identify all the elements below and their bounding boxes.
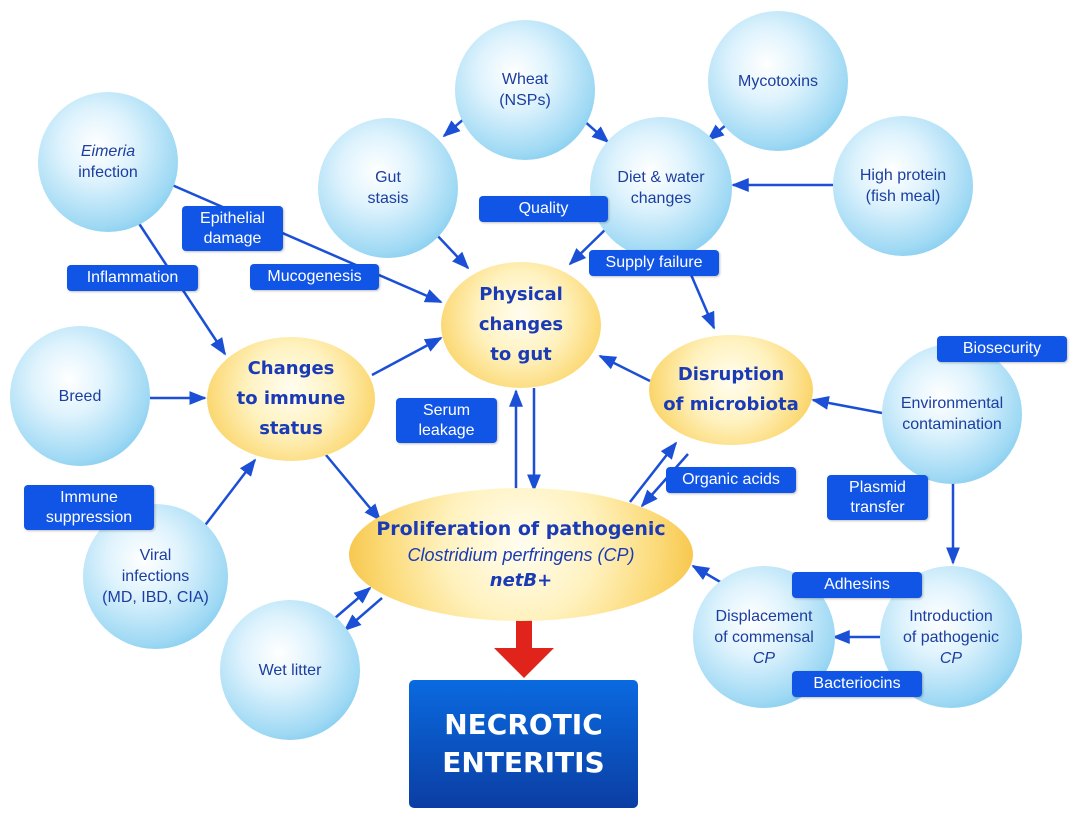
oval-text: changes xyxy=(478,314,564,335)
node-gut-stasis: Gut stasis xyxy=(318,118,458,258)
oval-text: Physical xyxy=(479,284,563,305)
label-plasmid-transfer: Plasmid transfer xyxy=(827,475,928,520)
oval-text: netB+ xyxy=(489,569,553,591)
oval-text: Disruption xyxy=(677,364,785,385)
node-wet-litter: Wet litter xyxy=(220,600,360,740)
outcome-necrotic-enteritis: NECROTIC ENTERITIS xyxy=(409,680,638,808)
label-text: Inflammation xyxy=(86,269,179,286)
label-quality: Quality xyxy=(479,196,608,222)
label-text: Biosecurity xyxy=(962,340,1042,357)
oval-text: Proliferation of pathogenic xyxy=(376,517,666,540)
oval-text: status xyxy=(259,418,323,439)
label-text: leakage xyxy=(418,421,475,439)
oval-changes-to-immune-status: Changes to immune status xyxy=(207,337,375,461)
node-text: of commensal xyxy=(714,628,814,646)
node-mycotoxins: Mycotoxins xyxy=(708,11,848,151)
arrow-gutstasis-physical xyxy=(433,231,470,270)
node-text: Wheat xyxy=(501,71,549,88)
node-text: CP xyxy=(752,649,776,667)
label-text: suppression xyxy=(45,508,133,526)
arrow-microbiota-proliferation xyxy=(640,453,689,508)
label-text: Quality xyxy=(518,200,569,217)
label-text: Adhesins xyxy=(824,576,890,593)
oval-text: to gut xyxy=(490,344,552,365)
node-text: Diet & water xyxy=(617,169,705,186)
oval-physical-changes-to-gut: Physical changes to gut xyxy=(441,262,601,388)
node-text: CP xyxy=(939,649,963,667)
label-epithelial-damage: Epithelial damage xyxy=(182,206,283,251)
node-breed: Breed xyxy=(10,326,150,466)
node-text: infections xyxy=(121,568,190,585)
arrow-immune-physical xyxy=(371,336,443,377)
arrow-environmental-microbiota xyxy=(811,396,883,415)
label-immune-suppression: Immune suppression xyxy=(24,485,154,530)
arrow-immune-proliferation xyxy=(325,454,382,522)
node-text: High protein xyxy=(859,167,947,184)
label-inflammation: Inflammation xyxy=(67,265,198,291)
outcome-text: NECROTIC xyxy=(444,708,603,741)
label-text: Plasmid xyxy=(849,478,906,496)
label-biosecurity: Biosecurity xyxy=(937,336,1067,362)
node-eimeria-infection: Eimeria infection xyxy=(38,92,178,232)
oval-text: Clostridium perfringens (CP) xyxy=(407,544,635,565)
label-serum-leakage: Serum leakage xyxy=(396,398,497,443)
node-text: (NSPs) xyxy=(499,92,551,109)
label-mucogenesis: Mucogenesis xyxy=(250,264,379,290)
arrow-microbiota-physical xyxy=(598,354,651,383)
node-text: Environmental xyxy=(900,395,1004,412)
arrow-wetlitter-proliferation xyxy=(334,586,372,619)
arrow-diet-physical xyxy=(568,224,611,266)
outcome-text: ENTERITIS xyxy=(442,746,605,779)
oval-text: Changes xyxy=(247,358,335,379)
arrow-introduction-proliferation xyxy=(691,564,723,585)
node-environmental-contamination: Environmental contamination xyxy=(882,344,1022,484)
node-text: of pathogenic xyxy=(902,628,1000,646)
node-text: Mycotoxins xyxy=(737,72,819,90)
oval-disruption-of-microbiota: Disruption of microbiota xyxy=(649,335,813,445)
outcome-arrow xyxy=(494,620,554,678)
label-supply-failure: Supply failure xyxy=(589,250,719,276)
node-text: (MD, IBD, CIA) xyxy=(102,589,209,606)
label-text: Bacteriocins xyxy=(813,675,901,692)
label-text: Immune xyxy=(60,488,118,506)
label-text: Serum xyxy=(422,401,471,419)
node-text: Gut xyxy=(375,169,401,186)
arrow-proliferation-wetlitter xyxy=(343,597,383,632)
label-adhesins: Adhesins xyxy=(792,572,922,598)
arrow-wheat-diet xyxy=(582,119,610,144)
label-organic-acids: Organic acids xyxy=(666,467,796,493)
label-text: Mucogenesis xyxy=(267,268,362,285)
node-text: Eimeria xyxy=(80,143,136,160)
node-text: Viral xyxy=(139,547,172,564)
node-text: (fish meal) xyxy=(865,188,941,205)
node-wheat: Wheat (NSPs) xyxy=(455,20,595,160)
node-text: Breed xyxy=(58,387,102,405)
label-text: Organic acids xyxy=(682,471,780,488)
node-text: stasis xyxy=(367,190,409,207)
node-high-protein: High protein (fish meal) xyxy=(833,116,973,256)
node-text: Introduction xyxy=(909,607,993,625)
label-text: Supply failure xyxy=(605,254,703,271)
node-text: contamination xyxy=(902,416,1002,433)
node-text: Displacement xyxy=(715,607,813,625)
label-text: damage xyxy=(203,229,262,247)
arrow-viral-immune xyxy=(202,458,257,529)
oval-text: to immune xyxy=(236,388,346,409)
node-diet-water-changes: Diet & water changes xyxy=(590,117,732,259)
oval-proliferation-cp: Proliferation of pathogenic Clostridium … xyxy=(349,488,693,621)
node-text: infection xyxy=(78,164,138,181)
arrow-epithelial-physical xyxy=(171,183,443,304)
arrow-proliferation-microbiota xyxy=(629,441,678,503)
node-text: Wet litter xyxy=(258,661,322,679)
label-bacteriocins: Bacteriocins xyxy=(792,671,922,697)
label-text: Epithelial xyxy=(200,209,265,227)
label-text: transfer xyxy=(850,498,905,516)
oval-text: of microbiota xyxy=(663,394,799,415)
node-text: changes xyxy=(630,190,692,207)
